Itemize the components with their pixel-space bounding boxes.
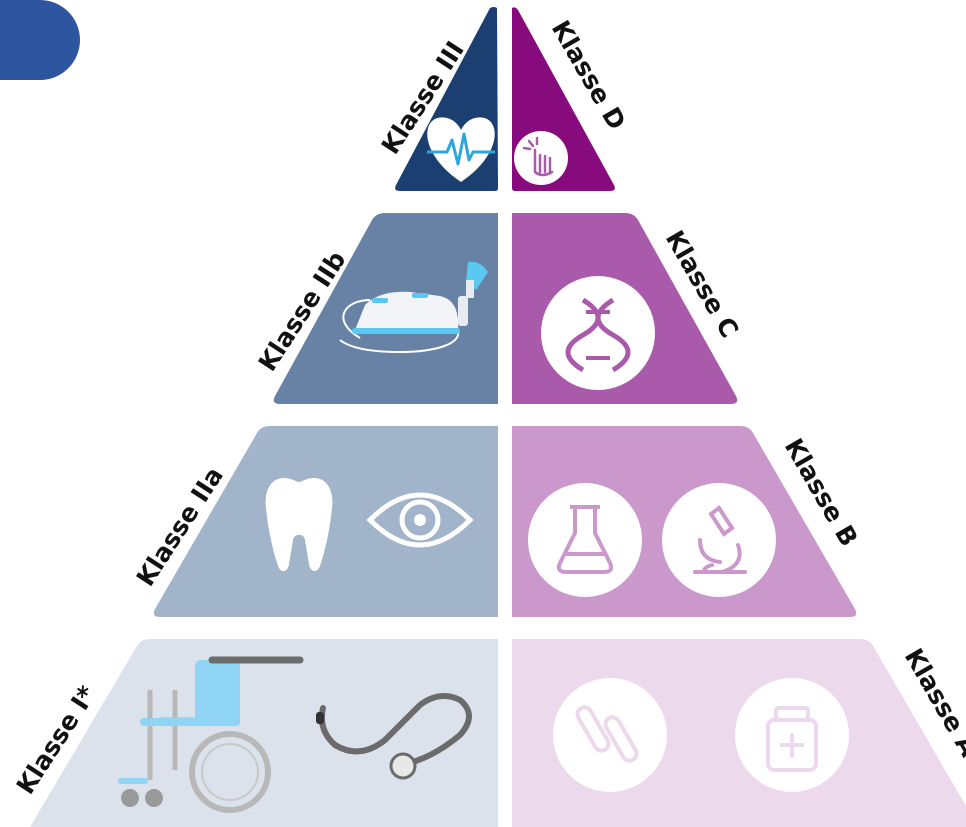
- right-tier-klasse-c: Klasse C: [512, 213, 744, 404]
- right-tier-klasse-b: Klasse B: [512, 426, 864, 617]
- flask-icon: [528, 483, 642, 597]
- medicine-bottle-icon: [735, 678, 849, 792]
- tooth-icon: [265, 478, 333, 572]
- wheelchair-icon: [118, 656, 304, 813]
- left-tier-klasse-iia: Klasse IIa: [131, 426, 498, 617]
- touch-gesture-icon: [514, 131, 568, 185]
- right-tier-klasse-d: Klasse D: [512, 7, 631, 192]
- corner-decoration: [0, 0, 80, 80]
- left-tier-klasse-iii: Klasse III: [376, 7, 498, 191]
- dna-icon: [541, 276, 655, 390]
- eye-icon: [366, 492, 474, 548]
- heart-pulse-icon: [427, 117, 495, 182]
- microscope-icon: [662, 483, 776, 597]
- right-tier-klasse-a: Klasse A: [512, 639, 966, 827]
- left-tier-klasse-iib: Klasse IIb: [253, 213, 498, 404]
- nebulizer-icon: [339, 261, 488, 354]
- test-tubes-icon: [553, 678, 667, 792]
- stethoscope-icon: [316, 693, 472, 780]
- left-tier-klasse-i: Klasse I*: [11, 639, 498, 827]
